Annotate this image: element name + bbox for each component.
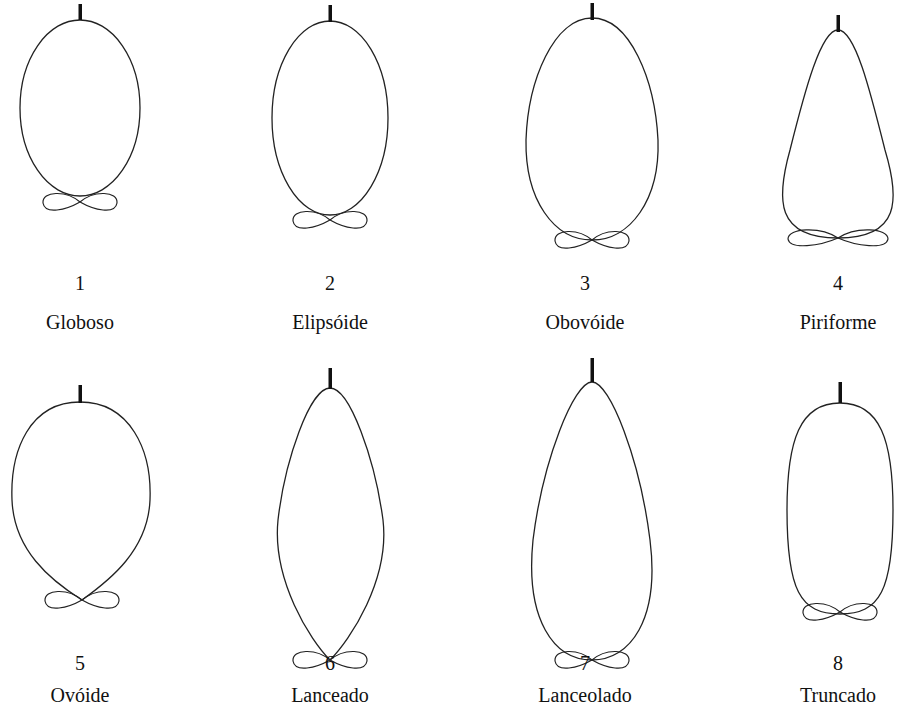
fruit-stem	[329, 368, 333, 389]
flower-remnant	[803, 603, 877, 620]
shape-name: Globoso	[46, 311, 114, 333]
fruit-stem	[591, 3, 595, 20]
flower-remnant	[788, 230, 888, 246]
flower-remnant	[555, 231, 629, 248]
fruit-stem	[839, 382, 843, 403]
flower-remnant	[45, 591, 119, 608]
shape-number: 3	[580, 272, 590, 294]
fruit-outline	[20, 20, 140, 196]
shape-name: Lanceolado	[538, 684, 631, 706]
fruit-outline	[526, 18, 658, 240]
shape-number: 2	[325, 272, 335, 294]
fruit-stem	[329, 5, 333, 22]
shape-name: Lanceado	[291, 684, 369, 706]
fruit-stem	[79, 385, 83, 403]
shape-name: Ovóide	[51, 684, 110, 706]
shape-name: Obovóide	[546, 311, 625, 333]
fruit-outline	[12, 402, 150, 600]
fruit-outline	[272, 21, 388, 215]
fruit-outline	[277, 388, 383, 660]
fruit-outline	[532, 382, 652, 660]
flower-remnant	[555, 651, 629, 668]
fruit-stem	[79, 4, 83, 20]
shape-number: 4	[833, 272, 843, 294]
shape-number: 1	[75, 272, 85, 294]
flower-remnant	[43, 193, 117, 210]
shape-name: Elipsóide	[292, 311, 368, 333]
shape-name: Piriforme	[800, 311, 877, 333]
shape-name: Truncado	[800, 684, 876, 706]
shape-number: 7	[580, 652, 590, 674]
fruit-outline	[787, 403, 893, 614]
fruit-stem	[591, 358, 595, 382]
shape-number: 5	[75, 652, 85, 674]
shape-number: 8	[833, 652, 843, 674]
fruit-stem	[837, 15, 841, 32]
shape-number: 6	[325, 652, 335, 674]
flower-remnant	[293, 211, 367, 228]
fruit-outline	[782, 30, 893, 238]
